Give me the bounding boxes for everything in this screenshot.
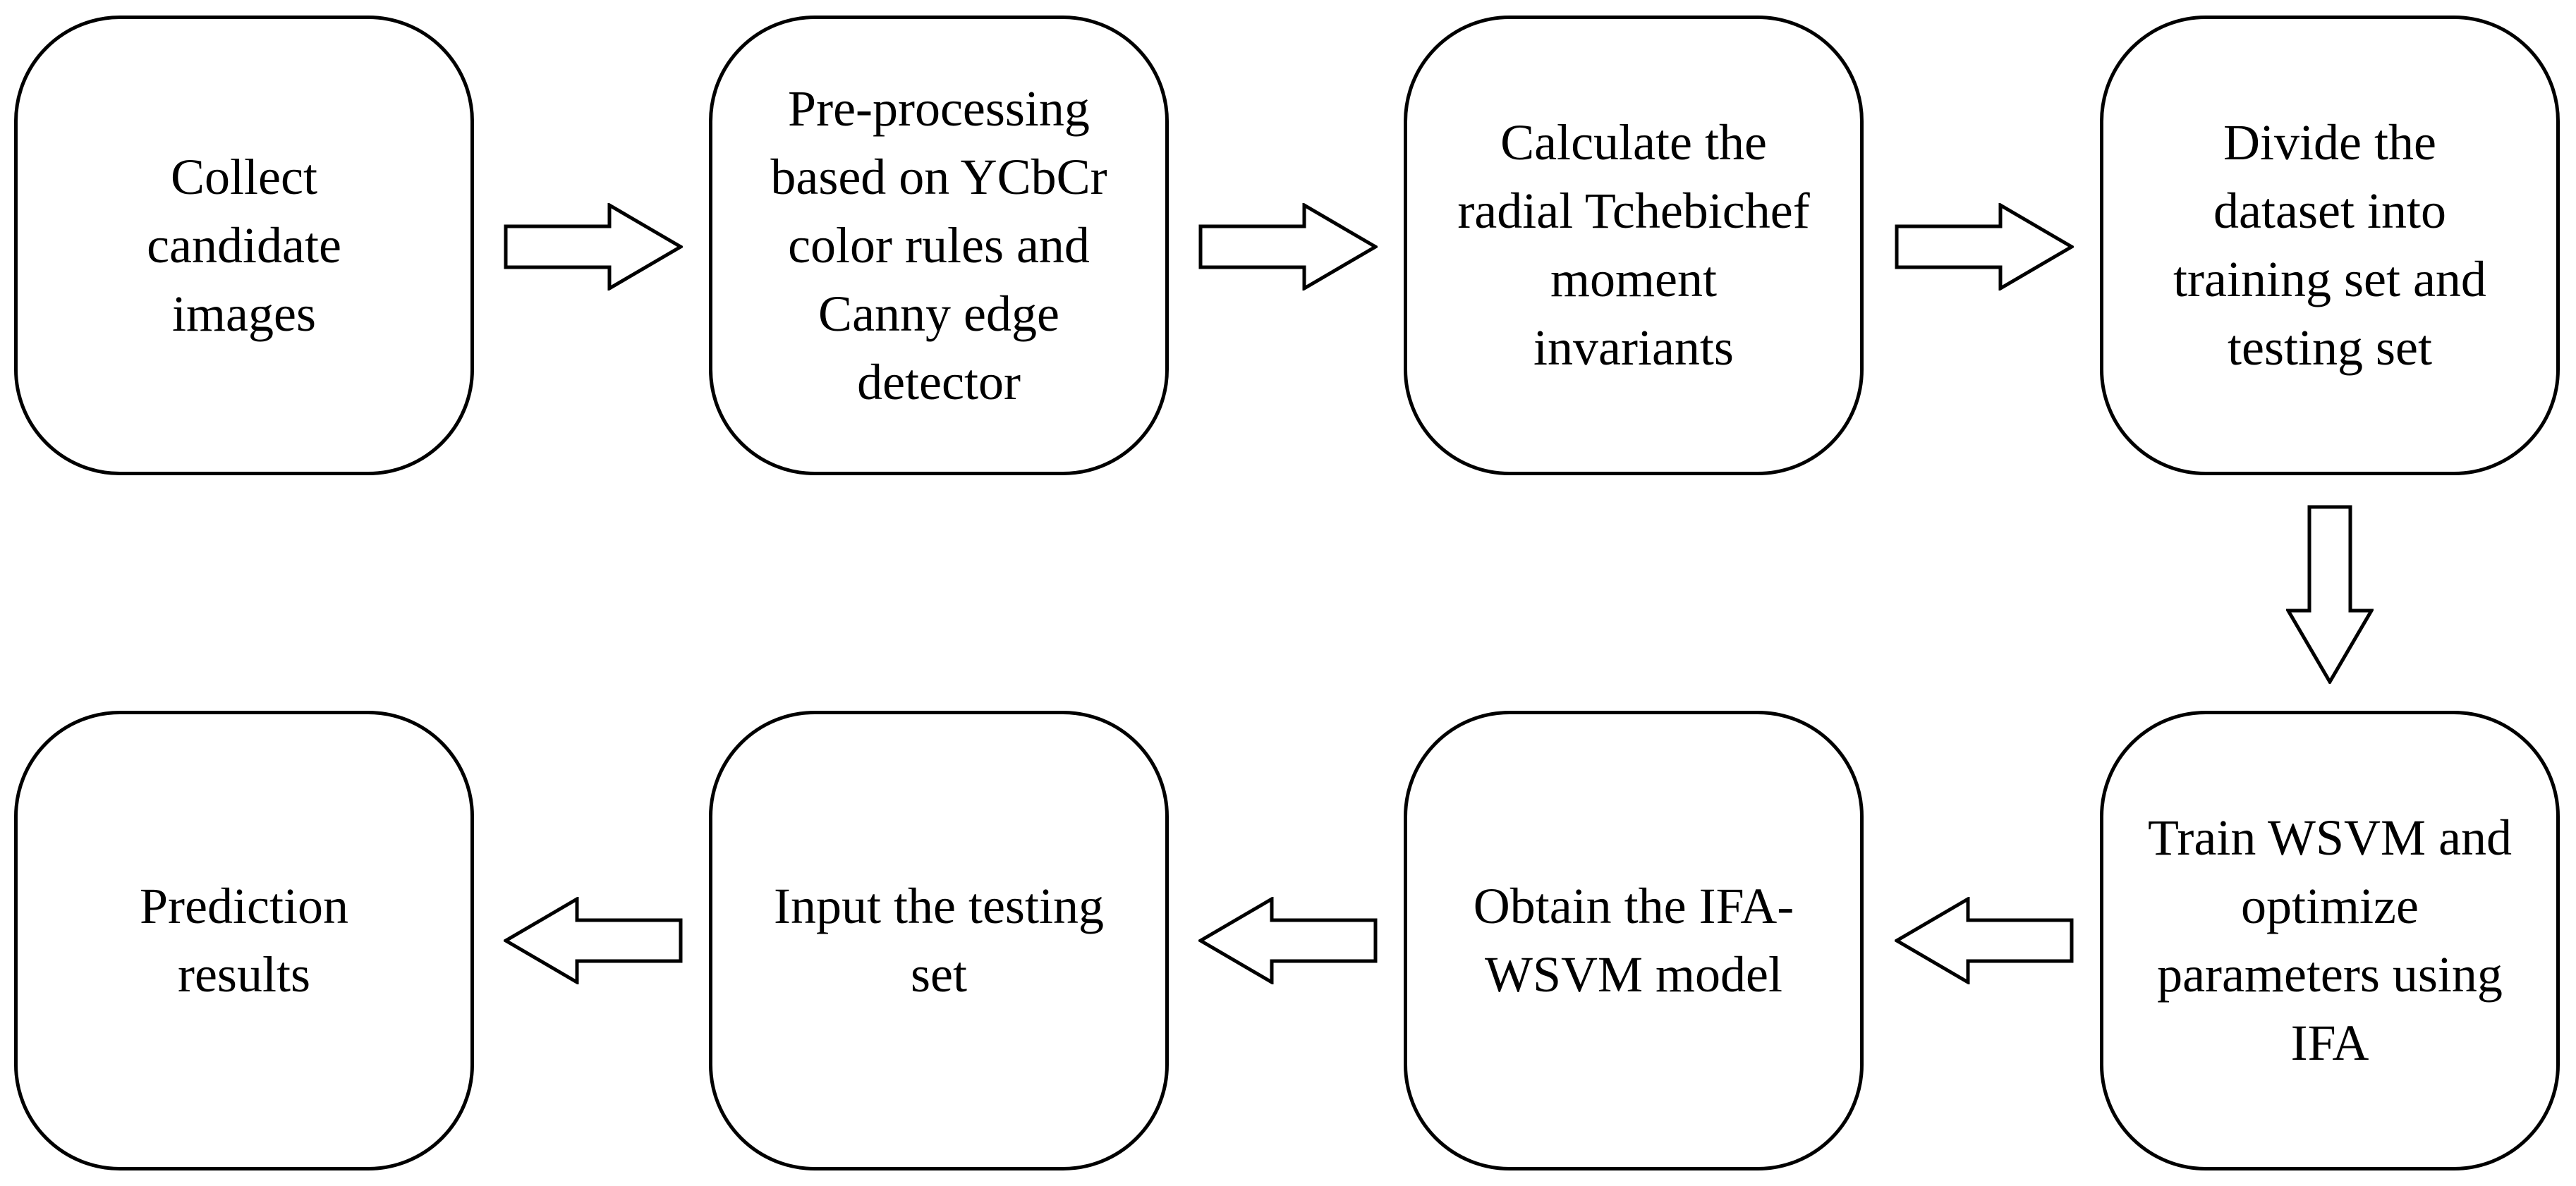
step-label: Input the testing set	[774, 878, 1104, 1003]
arrow-left-icon	[504, 897, 683, 984]
step-prediction-results: Prediction results	[14, 711, 474, 1170]
step-label: Train WSVM and optimize parameters using…	[2147, 809, 2513, 1071]
step-label: Prediction results	[140, 878, 348, 1003]
arrow-left-icon	[1895, 897, 2074, 984]
arrow-left-icon	[1198, 897, 1378, 984]
step-label: Divide the dataset into training set and…	[2173, 114, 2486, 376]
step-train-wsvm: Train WSVM and optimize parameters using…	[2100, 711, 2560, 1170]
arrow-right-icon	[1198, 203, 1378, 291]
step-obtain-model: Obtain the IFA- WSVM model	[1404, 711, 1864, 1170]
step-divide-dataset: Divide the dataset into training set and…	[2100, 16, 2560, 475]
arrow-down-icon	[2286, 505, 2374, 684]
step-input-testing-set: Input the testing set	[709, 711, 1169, 1170]
arrow-right-icon	[1895, 203, 2074, 291]
step-collect-candidate-images: Collect candidate images	[14, 16, 474, 475]
step-pre-processing: Pre-processing based on YCbCr color rule…	[709, 16, 1169, 475]
step-label: Obtain the IFA- WSVM model	[1473, 878, 1794, 1003]
step-calculate-moment-invariants: Calculate the radial Tchebichef moment i…	[1404, 16, 1864, 475]
step-label: Collect candidate images	[147, 148, 341, 342]
step-label: Pre-processing based on YCbCr color rule…	[770, 80, 1107, 410]
arrow-right-icon	[504, 203, 683, 291]
step-label: Calculate the radial Tchebichef moment i…	[1457, 114, 1810, 376]
